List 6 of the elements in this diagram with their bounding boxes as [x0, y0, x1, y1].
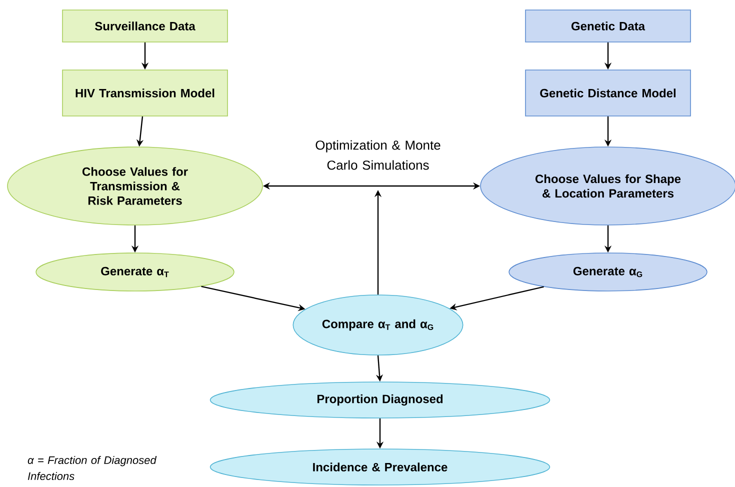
process-box: Surveillance Data [62, 10, 228, 42]
process-box: Genetic Data [525, 10, 691, 42]
annotation: Optimization & Monte Carlo Simulations [316, 140, 440, 170]
process-box: HIV Transmission Model [62, 70, 228, 116]
process-box: Genetic Distance Model [525, 70, 691, 116]
legend-note: α = Fraction of Diagnosed Infections [28, 456, 157, 480]
